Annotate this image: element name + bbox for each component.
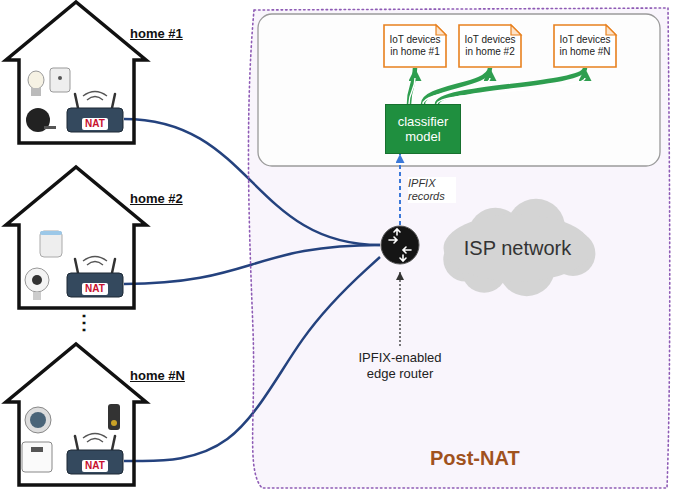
- nat-part: [87, 439, 103, 443]
- edge-label: IPFIX records: [408, 177, 456, 203]
- classifier-text: classifier model: [389, 114, 457, 144]
- nat-part: [112, 259, 115, 273]
- region-title: Post-NAT: [430, 446, 520, 470]
- nat-part: [75, 94, 78, 108]
- doc-part: [436, 25, 446, 35]
- doc-part: [606, 25, 616, 35]
- smart-plug: [50, 68, 70, 92]
- connector: [423, 68, 490, 104]
- nat-part: [87, 97, 103, 101]
- smart-speaker-light: [40, 231, 62, 235]
- smart-speaker: [40, 231, 62, 257]
- continuation-mark: ⋮: [74, 311, 94, 333]
- connector-line: [124, 245, 380, 284]
- classifier-box: classifier model: [385, 104, 461, 154]
- house-part: [6, 167, 146, 308]
- analysis-panel: [258, 14, 660, 166]
- camera-stand: [33, 292, 41, 300]
- nat-part: [75, 436, 78, 450]
- nat-label: NAT: [82, 118, 108, 130]
- doorbell: [108, 404, 120, 430]
- home-heading: home #2: [130, 191, 183, 207]
- edge-router: IPFIX-enabled edge router: [380, 225, 420, 265]
- connector-line: [124, 119, 380, 245]
- nat-router: NAT: [66, 257, 124, 299]
- doc-part: [384, 25, 446, 67]
- smart-bulb: [28, 71, 44, 89]
- router-part: [403, 247, 411, 253]
- home-heading: home #N: [130, 368, 185, 384]
- house-part: [6, 344, 146, 485]
- nat-label: NAT: [82, 460, 108, 472]
- connector: [400, 154, 401, 225]
- post-nat-ground: [248, 8, 669, 488]
- device-list-box: IoT devices in home #2: [458, 24, 522, 68]
- camera: [25, 268, 49, 292]
- home-heading: home #1: [130, 26, 183, 42]
- post-nat-region: Post-NAT IoT devices in home #1 IoT device…: [240, 0, 673, 495]
- nat-part: [112, 94, 115, 108]
- chromecast-plug: [44, 126, 56, 129]
- connector-inner-line: [409, 78, 415, 104]
- nat-part: [87, 262, 103, 266]
- nat-part: [83, 257, 107, 262]
- edge-router-outline: [380, 225, 420, 265]
- isp-cloud: ISP network: [425, 192, 610, 304]
- thermostat: [25, 407, 51, 433]
- nat-part: [75, 259, 78, 273]
- smart-plug-socket: [58, 76, 62, 80]
- nat-part: [67, 273, 123, 297]
- device-list-box: IoT devices in home #N: [553, 24, 617, 68]
- router-part: [394, 229, 400, 235]
- smart-bulb-base: [31, 88, 41, 96]
- device-list-text: IoT devices in home #N: [557, 34, 613, 58]
- connector-line: [399, 154, 401, 225]
- connector-line: [423, 68, 490, 104]
- green-part: [386, 105, 461, 154]
- router-part: [400, 255, 406, 261]
- connector-inner-line: [437, 78, 585, 104]
- nat-part: [67, 108, 123, 132]
- doorbell-button: [111, 420, 117, 426]
- leader-line: [399, 272, 400, 346]
- nat-router: NAT: [66, 434, 124, 476]
- smart-scale: [22, 442, 52, 472]
- cloud-text: ISP network: [464, 236, 571, 260]
- connector: [124, 257, 380, 461]
- connector: [124, 245, 380, 284]
- smart-scale-display: [31, 447, 43, 452]
- router-caption: IPFIX-enabled edge router: [345, 350, 455, 382]
- device-list-box: IoT devices in home #1: [383, 24, 447, 68]
- nat-part: [67, 450, 123, 474]
- label-holder: ⋮: [74, 311, 94, 333]
- connector-line: [437, 68, 585, 104]
- connector: [409, 68, 415, 104]
- edge-label-holder: IPFIX records: [408, 177, 456, 203]
- connector-line: [124, 257, 380, 461]
- nat-part: [83, 434, 107, 439]
- nat-router: NAT: [66, 92, 124, 134]
- blob-part: [248, 8, 669, 488]
- router-part: [389, 237, 397, 243]
- cloud-part: [444, 214, 592, 281]
- house-part: [6, 2, 146, 143]
- connector: [124, 119, 380, 245]
- router-part: [381, 226, 419, 264]
- connector: [437, 68, 585, 104]
- house-outline: home #NNAT: [4, 342, 154, 487]
- thermostat-face: [30, 412, 46, 428]
- nat-label: NAT: [82, 283, 108, 295]
- house-outline: home #2NAT: [4, 165, 154, 310]
- doc-part: [459, 25, 521, 67]
- device-list-text: IoT devices in home #2: [462, 34, 518, 58]
- connector-line: [409, 68, 415, 104]
- house-outline: home #1NAT: [4, 0, 154, 145]
- nat-part: [112, 436, 115, 450]
- camera-lens: [32, 275, 42, 285]
- nat-part: [83, 92, 107, 97]
- device-list-text: IoT devices in home #1: [387, 34, 443, 58]
- doc-part: [554, 25, 616, 67]
- doc-part: [511, 25, 521, 35]
